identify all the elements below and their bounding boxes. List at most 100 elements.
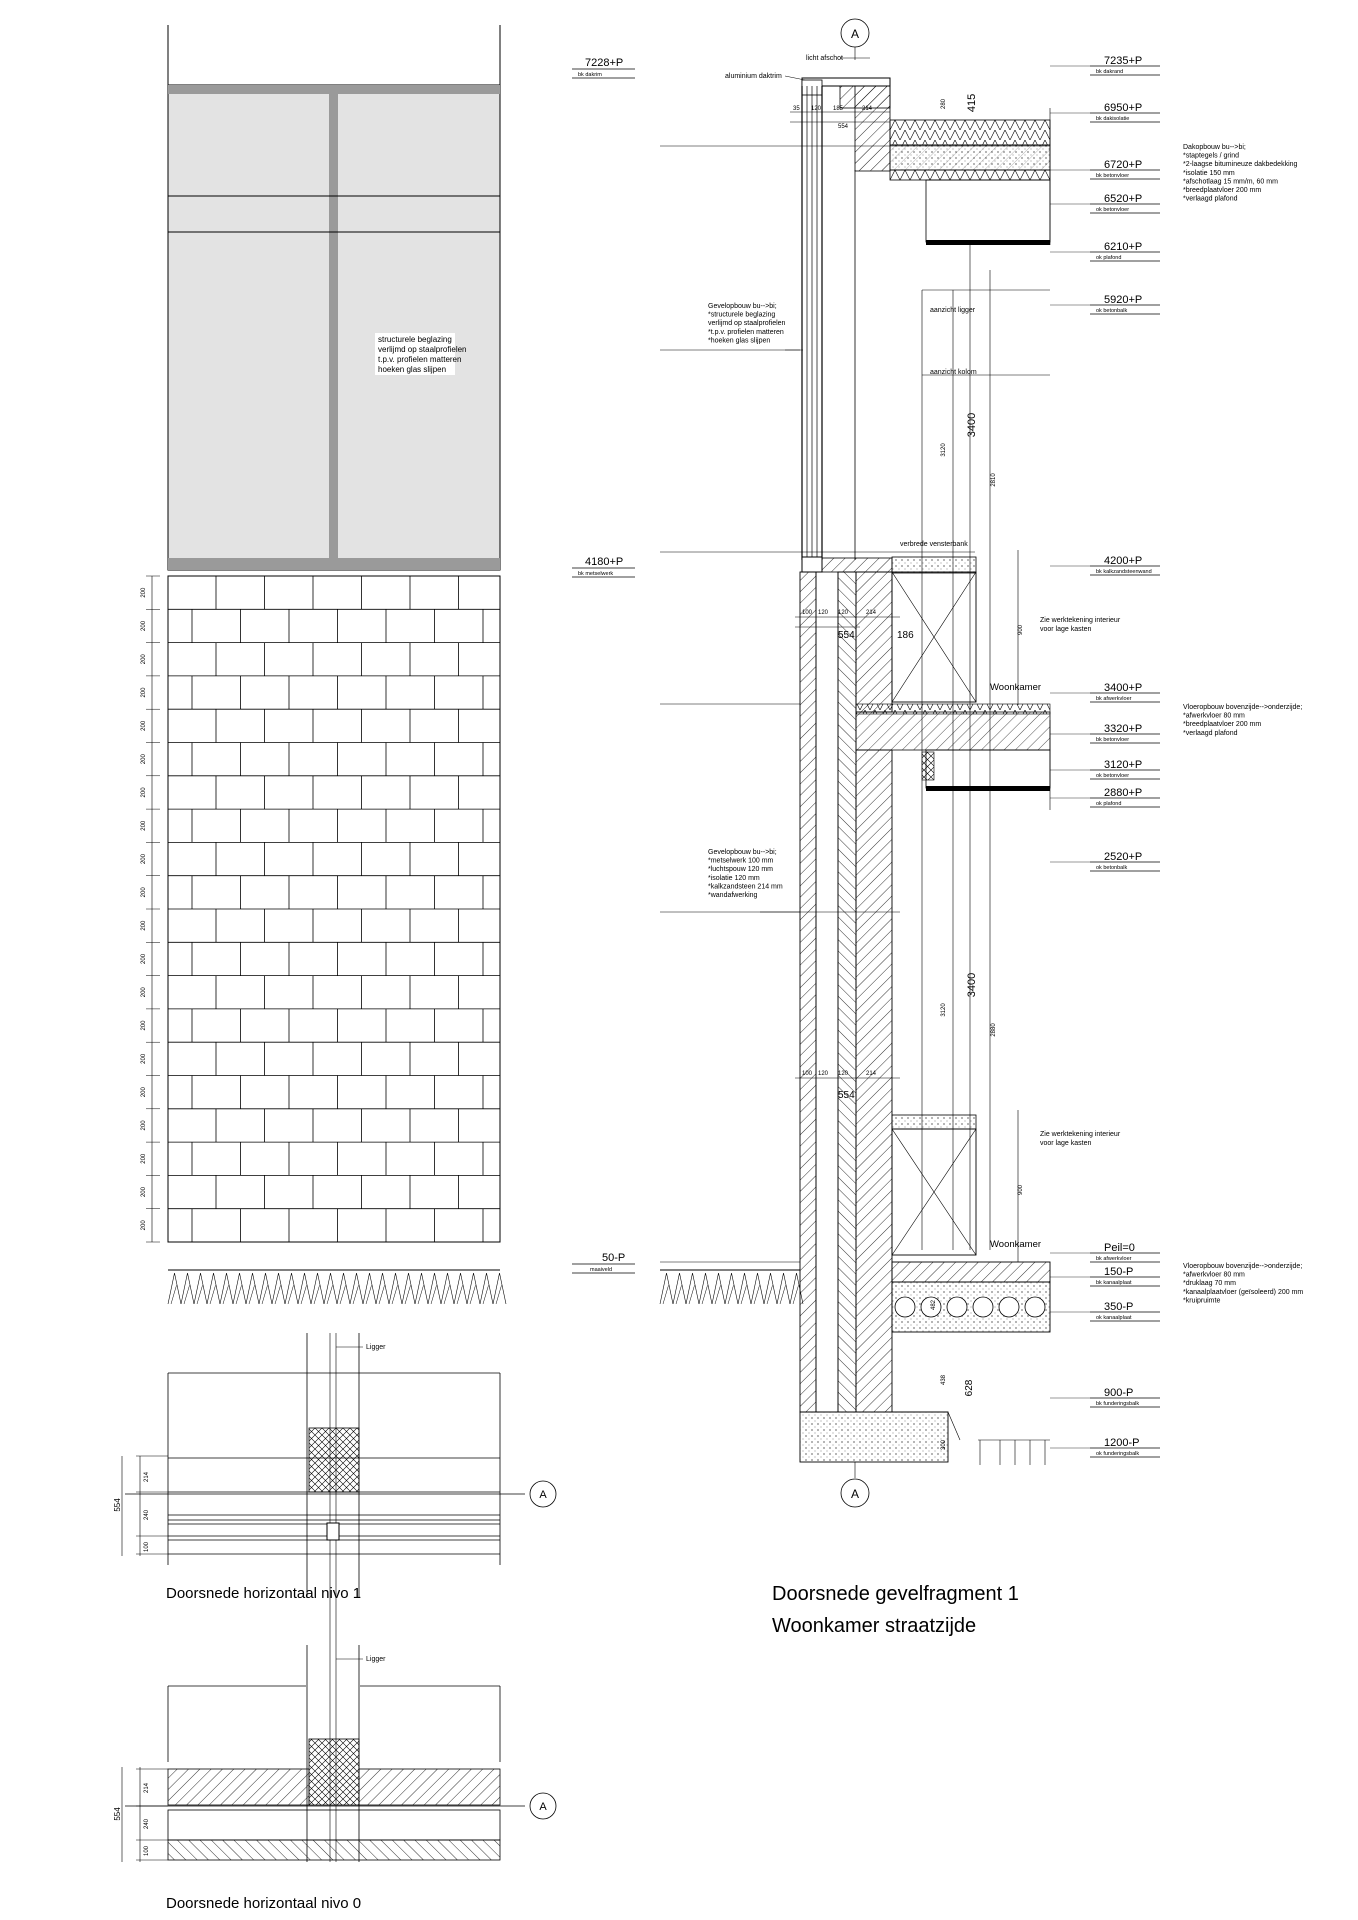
- svg-text:*kanaalplaatvloer (geïsoleerd): *kanaalplaatvloer (geïsoleerd) 200 mm: [1183, 1289, 1303, 1296]
- svg-text:bk kanaalplaat: bk kanaalplaat: [1096, 1280, 1132, 1286]
- section-horizontal-nivo-0: Ligger 214 240 100 554 A Doorsnede horiz…: [113, 1598, 557, 1912]
- ground-hatch-section: [659, 1269, 804, 1305]
- course-dim: 200: [141, 1086, 147, 1097]
- course-dim: 200: [141, 1053, 147, 1064]
- svg-text:120: 120: [818, 1071, 829, 1077]
- svg-text:100: 100: [802, 610, 813, 616]
- note-vloer0: Vloeropbouw bovenzijde-->onderzijde;*afw…: [1183, 1263, 1303, 1304]
- svg-text:214: 214: [862, 106, 873, 112]
- facade-level-tag: 350-Pok kanaalplaat: [1050, 1301, 1160, 1322]
- facade-subtitle: Woonkamer straatzijde: [772, 1615, 976, 1637]
- svg-text:aluminium daktrim: aluminium daktrim: [725, 73, 782, 80]
- svg-text:A: A: [539, 1801, 547, 1813]
- svg-text:438: 438: [941, 1374, 947, 1385]
- svg-text:*2-laagse bitumineuze dakbedek: *2-laagse bitumineuze dakbedekking: [1183, 161, 1298, 168]
- svg-text:100: 100: [144, 1845, 150, 1856]
- course-dim: 200: [141, 720, 147, 731]
- svg-text:3400: 3400: [966, 973, 978, 997]
- svg-text:2880: 2880: [991, 1023, 997, 1037]
- note-gevel-steen: Gevelopbouw bu-->bi;*metselwerk 100 mm*l…: [708, 849, 800, 913]
- brick-course-dimensions: 2002002002002002002002002002002002002002…: [141, 575, 160, 1243]
- svg-text:bk dakisolatie: bk dakisolatie: [1096, 116, 1129, 122]
- svg-text:415: 415: [966, 94, 978, 112]
- elevation-level-4180: 4180+P bk metselwerk: [572, 556, 635, 578]
- svg-text:bk funderingsbalk: bk funderingsbalk: [1096, 1401, 1139, 1407]
- svg-text:120: 120: [818, 610, 829, 616]
- svg-text:2880+P: 2880+P: [1104, 787, 1142, 799]
- facade-level-tag: 6520+P ok betonvloer: [1050, 193, 1160, 214]
- svg-text:900: 900: [1018, 624, 1024, 635]
- svg-text:120: 120: [838, 610, 849, 616]
- ground-hatch: [167, 1269, 507, 1305]
- svg-text:100: 100: [802, 1071, 813, 1077]
- facade-level-tag: 2520+P ok betonbalk: [1050, 851, 1160, 872]
- svg-text:3120: 3120: [941, 443, 947, 457]
- section-marker-a-bottom: A: [840, 1462, 870, 1508]
- facade-level-tag: 900-Pbk funderingsbalk: [1050, 1387, 1160, 1408]
- svg-text:120: 120: [811, 106, 822, 112]
- note-dak: Dakopbouw bu-->bi; *staptegels / grind*2-…: [1183, 144, 1298, 203]
- facade-level-tag: 3320+Pbk betonvloer: [1050, 723, 1160, 744]
- svg-text:ok betonbalk: ok betonbalk: [1096, 865, 1127, 871]
- svg-text:ok plafond: ok plafond: [1096, 801, 1121, 807]
- svg-text:*verlaagd plafond: *verlaagd plafond: [1183, 196, 1238, 203]
- facade-level-tag: 2880+P ok plafond: [1050, 787, 1160, 808]
- svg-text:ok betonvloer: ok betonvloer: [1096, 207, 1129, 213]
- svg-text:*breedplaatvloer 200 mm: *breedplaatvloer 200 mm: [1183, 187, 1261, 194]
- svg-text:3120: 3120: [941, 1003, 947, 1017]
- course-dim: 200: [141, 1120, 147, 1131]
- course-dim: 200: [141, 654, 147, 665]
- svg-text:6520+P: 6520+P: [1104, 193, 1142, 205]
- svg-text:Gevelopbouw bu-->bi;: Gevelopbouw bu-->bi;: [708, 849, 777, 856]
- svg-text:verlijmd op staalprofielen: verlijmd op staalprofielen: [378, 345, 467, 354]
- svg-text:structurele beglazing: structurele beglazing: [378, 335, 452, 344]
- svg-text:7235+P: 7235+P: [1104, 55, 1142, 67]
- brick-wall: [167, 575, 501, 1243]
- section-marker-a-top: A: [840, 18, 870, 60]
- ligger-label: Ligger: [366, 1344, 386, 1351]
- svg-text:*afschotlaag 15 mm/m, 60 mm: *afschotlaag 15 mm/m, 60 mm: [1183, 178, 1278, 185]
- facade-level-tag: 3120+Pok betonvloer: [1050, 759, 1160, 780]
- facade-level-tag: 7235+Pbk dakrand: [1050, 55, 1160, 76]
- svg-text:bk afwerkvloer: bk afwerkvloer: [1096, 1256, 1132, 1262]
- svg-text:hoeken glas slijpen: hoeken glas slijpen: [378, 365, 446, 374]
- course-dim: 200: [141, 687, 147, 698]
- svg-text:214: 214: [144, 1782, 150, 1793]
- svg-text:bk betonvloer: bk betonvloer: [1096, 173, 1129, 179]
- svg-text:554: 554: [838, 1090, 855, 1101]
- svg-text:350-P: 350-P: [1104, 1301, 1133, 1313]
- svg-text:2520+P: 2520+P: [1104, 851, 1142, 863]
- course-dim: 200: [141, 920, 147, 931]
- svg-text:628: 628: [964, 1379, 975, 1396]
- course-dim: 200: [141, 587, 147, 598]
- note-vloer1: Vloeropbouw bovenzijde-->onderzijde;*afw…: [1183, 704, 1302, 737]
- wall-dims-lower: 100 120 120 214 554: [795, 1071, 900, 1101]
- svg-text:185: 185: [833, 106, 844, 112]
- course-dim: 200: [141, 853, 147, 864]
- svg-text:*staptegels / grind: *staptegels / grind: [1183, 153, 1239, 160]
- svg-text:6720+P: 6720+P: [1104, 159, 1142, 171]
- svg-text:280: 280: [941, 98, 947, 109]
- svg-text:ok betonbalk: ok betonbalk: [1096, 308, 1127, 314]
- svg-text:Dakopbouw bu-->bi;: Dakopbouw bu-->bi;: [1183, 144, 1246, 151]
- annotation-sill: verbrede vensterbank: [900, 541, 968, 548]
- svg-text:voor lage kasten: voor lage kasten: [1040, 626, 1091, 633]
- svg-text:*luchtspouw 120 mm: *luchtspouw 120 mm: [708, 866, 773, 873]
- svg-text:5920+P: 5920+P: [1104, 294, 1142, 306]
- svg-text:A: A: [851, 27, 859, 41]
- course-dim: 200: [141, 1186, 147, 1197]
- svg-text:7228+P: 7228+P: [585, 57, 623, 69]
- svg-text:*breedplaatvloer 200 mm: *breedplaatvloer 200 mm: [1183, 721, 1261, 728]
- room-label-woonkamer-1: Woonkamer: [990, 682, 1041, 693]
- facade-elevation: structurele beglazing verlijmd op staalp…: [141, 25, 635, 1305]
- svg-text:bk dakrim: bk dakrim: [578, 72, 602, 78]
- svg-text:554: 554: [838, 124, 849, 130]
- svg-text:ok plafond: ok plafond: [1096, 255, 1121, 261]
- elevation-level-ground: 50-P maaiveld: [572, 1252, 635, 1274]
- svg-text:6950+P: 6950+P: [1104, 102, 1142, 114]
- svg-text:3400: 3400: [966, 413, 978, 437]
- svg-text:ok funderingsbalk: ok funderingsbalk: [1096, 1451, 1139, 1457]
- svg-text:240: 240: [144, 1818, 150, 1829]
- svg-text:bk afwerkvloer: bk afwerkvloer: [1096, 696, 1132, 702]
